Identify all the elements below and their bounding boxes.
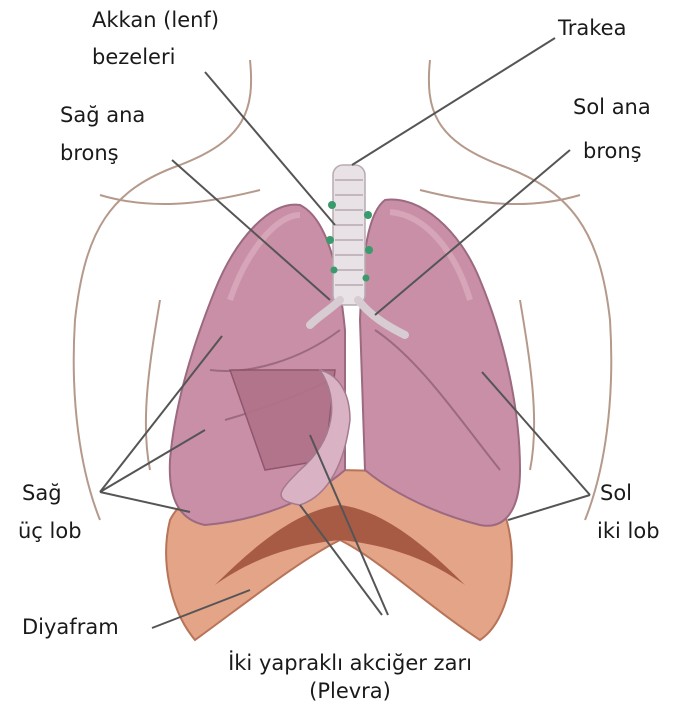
label-right-bronchus-line2: bronş — [60, 141, 119, 165]
label-left-bronchus-line1: Sol ana — [573, 95, 651, 119]
label-right-lobes: Sağ — [22, 478, 62, 508]
leader-trachea — [352, 38, 555, 165]
leader-lymph — [205, 72, 335, 225]
label-diaphragm-text: Diyafram — [22, 615, 119, 639]
leader-left-lobes-b — [508, 495, 590, 520]
label-diaphragm: Diyafram — [22, 612, 119, 642]
label-left-bronchus-2: bronş — [583, 136, 642, 166]
label-lymph-line2: bezeleri — [92, 45, 175, 69]
label-pleura: İki yapraklı akciğer zarı — [180, 648, 520, 678]
label-right-bronchus-2: bronş — [60, 138, 119, 168]
label-pleura-line2: (Plevra) — [309, 679, 391, 703]
label-lymph-nodes-2: bezeleri — [92, 42, 175, 72]
label-right-bronchus: Sağ ana — [60, 100, 145, 130]
label-left-lobes-line2: iki lob — [597, 519, 660, 543]
label-trachea-text: Trakea — [558, 16, 626, 40]
label-trachea: Trakea — [558, 13, 626, 43]
label-left-lobes-line1: Sol — [600, 481, 632, 505]
label-right-bronchus-line1: Sağ ana — [60, 103, 145, 127]
label-left-lobes-2: iki lob — [597, 516, 660, 546]
left-lung — [360, 200, 520, 526]
label-left-lobes: Sol — [600, 478, 632, 508]
label-pleura-2: (Plevra) — [180, 676, 520, 706]
label-lymph-nodes: Akkan (lenf) — [92, 5, 219, 35]
label-left-bronchus-line2: bronş — [583, 139, 642, 163]
label-right-lobes-line1: Sağ — [22, 481, 62, 505]
label-lymph-line1: Akkan (lenf) — [92, 8, 219, 32]
label-right-lobes-2: üç lob — [18, 516, 82, 546]
label-pleura-line1: İki yapraklı akciğer zarı — [228, 651, 472, 675]
label-right-lobes-line2: üç lob — [18, 519, 82, 543]
label-left-bronchus: Sol ana — [573, 92, 651, 122]
